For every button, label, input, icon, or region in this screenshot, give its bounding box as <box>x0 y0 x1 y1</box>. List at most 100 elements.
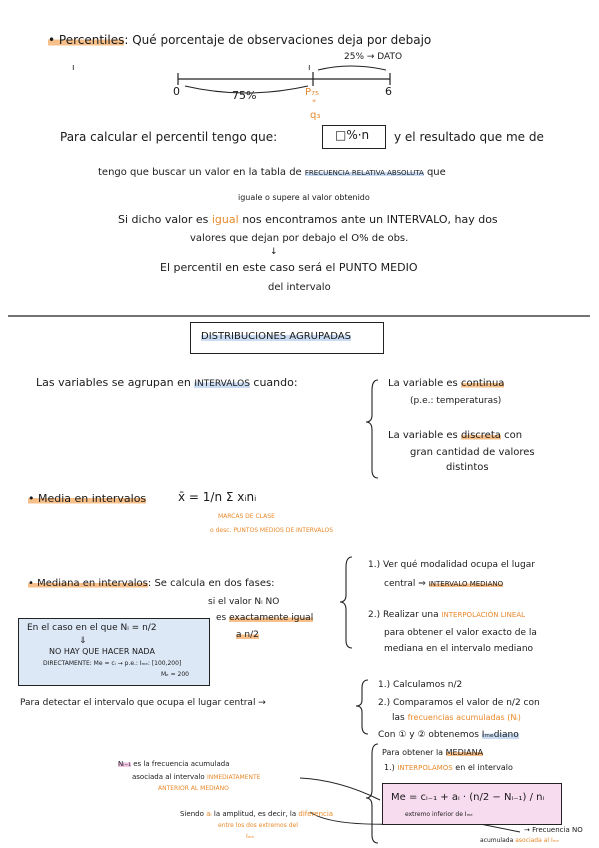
p75-label: 75% <box>232 89 257 102</box>
relative-frequency-highlight: FRECUENCIA RELATIVA ABSOLUTA <box>304 169 424 177</box>
p25-note: 25% → DATO <box>344 52 403 62</box>
frecuencias-acumuladas-highlight: frecuencias acumuladas (Nᵢ) <box>407 713 521 722</box>
detect-step2-line2-prefix: las <box>392 713 405 723</box>
mediana-word-highlight: MEDIANA <box>445 748 484 757</box>
media-formula: x̄ = 1/n Σ xᵢnᵢ <box>178 490 257 504</box>
median-formula-box: Me = cᵢ₋₁ + aᵢ · (n/2 − Nᵢ₋₁) / nᵢ extre… <box>382 783 562 825</box>
section-title-text: DISTRIBUCIONES AGRUPADAS <box>201 331 351 342</box>
line-table: tengo que buscar un valor en la tabla de… <box>98 167 446 179</box>
q3-marker: q₃ <box>310 110 321 121</box>
case-discreta-prefix: La variable es <box>388 430 458 441</box>
media-label: • Media en intervalos <box>28 492 147 506</box>
line-del-intervalo: del intervalo <box>268 282 331 293</box>
percentiles-question: : Qué porcentaje de observaciones deja p… <box>124 33 432 47</box>
detect-step2: 2.) Comparamos el valor de n/2 con <box>378 698 540 708</box>
grouped-intro: Las variables se agrupan en INTERVALOS c… <box>36 376 298 390</box>
case-discreta-line2: gran cantidad de valores <box>410 447 535 458</box>
case-discreta: La variable es discreta con <box>388 430 522 442</box>
mediana-cond3: a n/2 <box>236 630 259 640</box>
right-note2: acumulada asociada al Iₘₑ <box>480 837 559 845</box>
obtain-step: 1.) INTERPOLAMOS en el intervalo <box>384 763 513 772</box>
special-case-line1: En el caso en el que Nᵢ = n/2 <box>27 623 157 633</box>
calc-prefix: Para calcular el percentil tengo que: <box>60 130 278 144</box>
case-continua: La variable es continua <box>388 378 505 390</box>
media-note1: MARCAS DE CLASE <box>218 513 275 520</box>
right-note1: → Frecuencia NO <box>524 826 583 834</box>
bottom-note1: Siendo aᵢ la amplitud, es decir, la dife… <box>180 810 333 818</box>
line-table-end: que <box>426 167 446 178</box>
p75-marker-quote: " <box>312 99 317 109</box>
mediana-intro: : Se calcula en dos fases: <box>147 578 275 589</box>
mediana-step1-line2: central ⇒ INTERVALO MEDIANO <box>384 579 504 589</box>
left-note2-prefix: asociada al intervalo <box>132 773 205 781</box>
section-title-box: DISTRIBUCIONES AGRUPADAS <box>190 322 384 354</box>
calc-formula-box: □%·n <box>322 125 386 149</box>
tick-mark-left: ı <box>72 63 75 73</box>
left-note1-suffix: es la frecuencia acumulada <box>133 760 230 768</box>
line-punto-medio: El percentil en este caso será el PUNTO … <box>160 261 418 274</box>
igual-word: igual <box>211 213 239 226</box>
bottom-note1-mid: la amplitud, es decir, la <box>213 810 297 818</box>
asociada-highlight: asociada al Iₘₑ <box>515 837 559 844</box>
left-note1: Nᵢ₋₁ es la frecuencia acumulada <box>118 760 230 768</box>
line-iguale: iguale o supere al valor obtenido <box>238 193 370 202</box>
detect-line: Para detectar el intervalo que ocupa el … <box>20 698 266 708</box>
mediana-label: • Mediana en intervalos: Se calcula en d… <box>28 578 275 590</box>
detect-step3-prefix: Con ① y ② obtenemos <box>378 730 479 740</box>
mediana-cond2-prefix: es <box>216 613 227 623</box>
line-table-text: tengo que buscar un valor en la tabla de <box>98 167 302 178</box>
obtain-line: Para obtener la MEDIANA <box>382 748 484 757</box>
mediana-step2-prefix: 2.) Realizar una <box>368 610 439 620</box>
line-si-dicho-suffix: nos encontramos ante un INTERVALO, hay d… <box>242 213 498 226</box>
percentiles-label: • Percentiles <box>48 33 125 47</box>
mediana-label-text: • Mediana en intervalos <box>28 578 148 589</box>
special-case-line4: Mₑ = 200 <box>161 671 189 678</box>
diferencia-highlight: diferencia <box>298 810 334 818</box>
obtain-prefix: Para obtener la <box>382 748 444 757</box>
median-formula-sub: extremo inferior de Iₘₑ <box>405 811 473 818</box>
grouped-intro-suffix: cuando: <box>253 376 298 389</box>
bottom-note3: Iₘₑ <box>246 833 255 840</box>
arrow-down: ↓ <box>270 247 278 257</box>
inmediatamente-highlight: INMEDIATAMENTE <box>206 774 261 781</box>
p75-marker: P₇₅ <box>305 87 320 98</box>
grouped-intro-prefix: Las variables se agrupan en <box>36 376 191 389</box>
right-note2-prefix: acumulada <box>480 837 514 844</box>
discreta-highlight: discreta <box>460 430 501 441</box>
exactamente-igual-highlight: exactamente igual <box>229 613 314 623</box>
mediana-step2-line2: para obtener el valor exacto de la <box>384 628 537 638</box>
percentiles-title: • Percentiles: Qué porcentaje de observa… <box>48 33 432 48</box>
median-formula: Me = cᵢ₋₁ + aᵢ · (n/2 − Nᵢ₋₁) / nᵢ <box>391 792 545 803</box>
line-si-dicho-prefix: Si dicho valor es <box>118 213 209 226</box>
case-discreta-line3: distintos <box>446 462 489 473</box>
intervalos-highlight: INTERVALOS <box>194 379 250 389</box>
calc-suffix: y el resultado que me de <box>394 130 544 144</box>
special-case-line2: NO HAY QUE HACER NADA <box>49 647 155 656</box>
case-discreta-suffix: con <box>504 430 523 441</box>
special-case-line3: DIRECTAMENTE: Me = cᵢ → p.e.: Iₘₑ: [100,… <box>43 660 182 667</box>
case-continua-prefix: La variable es <box>388 378 458 389</box>
axis-start: 0 <box>173 85 180 98</box>
detect-step2-line2: las frecuencias acumuladas (Nᵢ) <box>392 713 521 723</box>
obtain-step-suffix: en el intervalo <box>455 763 513 772</box>
special-case-box: En el caso en el que Nᵢ = n/2 ⇓ NO HAY Q… <box>18 618 210 686</box>
special-case-arrow: ⇓ <box>79 636 87 646</box>
continua-highlight: continua <box>460 378 505 389</box>
mediana-step1: 1.) Ver qué modalidad ocupa el lugar <box>368 560 535 570</box>
mediana-step1-line2-text: central ⇒ <box>384 579 426 589</box>
axis-end: 6 <box>385 85 392 98</box>
bottom-note1-prefix: Siendo <box>180 810 204 818</box>
line-valores: valores que dejan por debajo el O% de ob… <box>190 233 409 244</box>
detect-step3: Con ① y ② obtenemos Iₘₑdiano <box>378 730 519 740</box>
section-title: DISTRIBUCIONES AGRUPADAS <box>201 331 351 343</box>
tick-mark-mid: ı <box>308 63 311 73</box>
mediana-step2: 2.) Realizar una INTERPOLACIÓN LINEAL <box>368 610 525 620</box>
line-si-dicho: Si dicho valor es igual nos encontramos … <box>118 213 498 227</box>
media-note2: o desc. PUNTOS MEDIOS DE INTERVALOS <box>210 527 334 534</box>
mediana-step2-line3: mediana en el intervalo mediano <box>384 644 534 654</box>
left-note2: asociada al intervalo INMEDIATAMENTE <box>132 773 260 782</box>
interpolacion-highlight: INTERPOLACIÓN LINEAL <box>441 611 526 619</box>
n-i-minus-1-highlight: Nᵢ₋₁ <box>118 760 131 768</box>
calc-formula: □%·n <box>335 128 370 142</box>
mediana-cond1: si el valor Nᵢ NO <box>208 597 280 607</box>
